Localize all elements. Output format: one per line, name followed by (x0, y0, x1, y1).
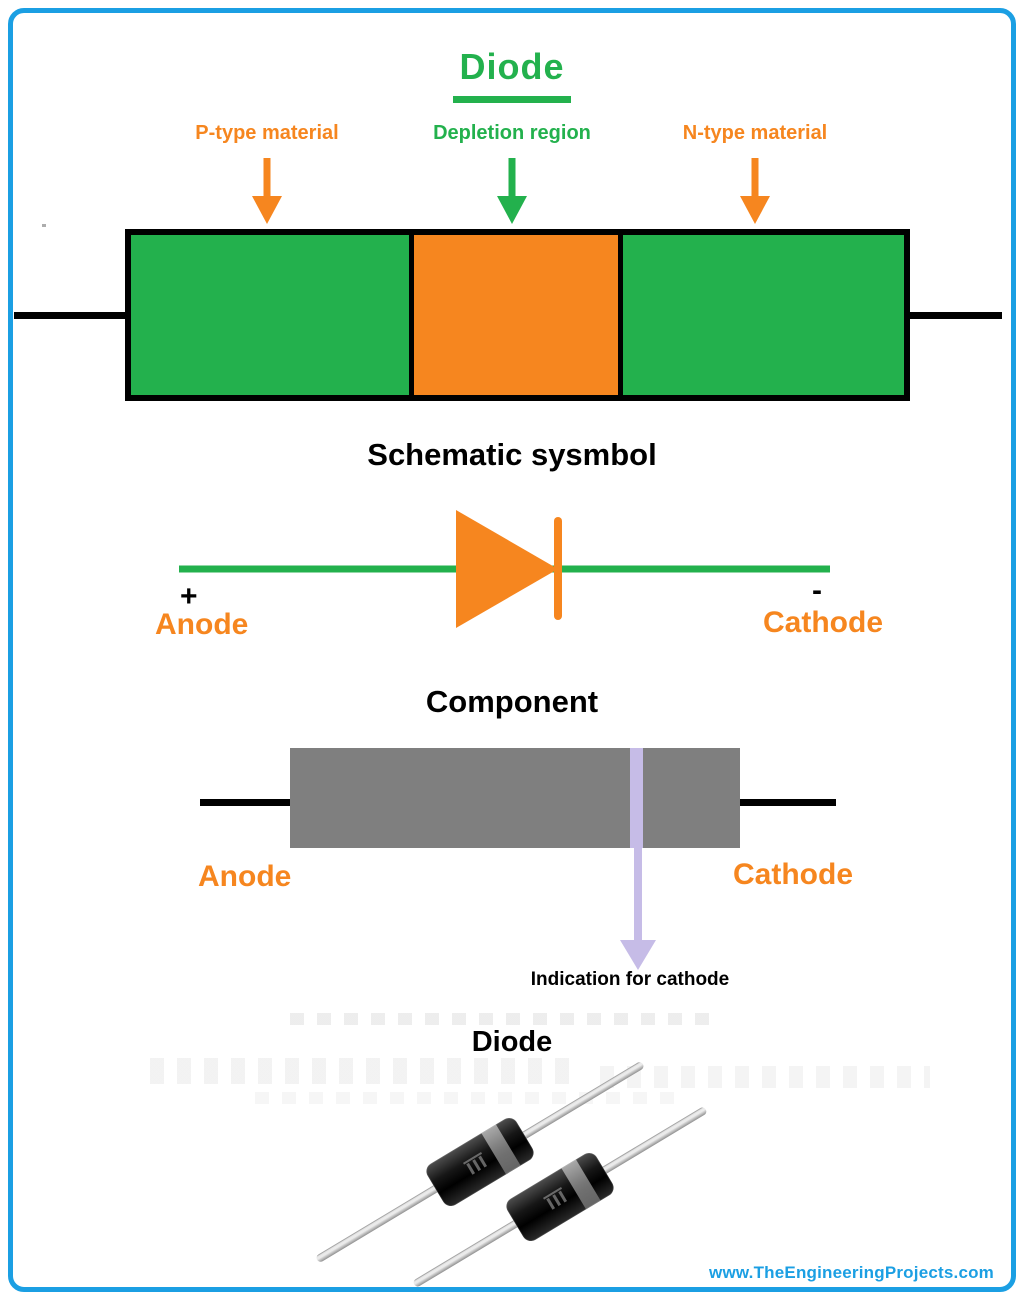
cathode-indication-note: Indication for cathode (530, 969, 730, 990)
cathode-band (630, 748, 643, 848)
schematic-cathode-label: Cathode (763, 606, 883, 639)
cathode-bar (554, 517, 562, 620)
depletion-region (409, 235, 623, 395)
diode-schematic-symbol (179, 510, 830, 628)
schematic-heading: Schematic sysmbol (367, 437, 657, 472)
component-body (290, 748, 740, 848)
watermark-artifact (290, 1013, 720, 1025)
junction-left-lead (14, 312, 125, 319)
diode-2 (412, 1106, 707, 1287)
component-anode-label: Anode (198, 860, 292, 893)
watermark-artifact (150, 1058, 570, 1084)
depletion-arrow-down-icon (497, 158, 527, 224)
component-cathode-label: Cathode (733, 858, 853, 891)
page-title: Diode (453, 46, 571, 103)
component-left-lead (200, 799, 290, 806)
component-heading: Component (425, 684, 599, 719)
depletion-region-label: Depletion region (433, 122, 591, 144)
title-wrap: Diode (0, 46, 1024, 103)
cathode-indicator-arrow-icon (620, 848, 656, 970)
minus-sign: - (812, 574, 822, 607)
diode-photo (315, 1061, 707, 1287)
n-type-region (623, 235, 904, 395)
website-url: www.TheEngineeringProjects.com (709, 1263, 994, 1282)
junction-right-lead (910, 312, 1002, 319)
photo-heading: Diode (471, 1026, 553, 1058)
schematic-anode-label: Anode (155, 608, 249, 641)
anode-triangle (456, 510, 558, 628)
n-type-label: N-type material (682, 122, 828, 144)
plus-sign: + (180, 580, 198, 613)
p-type-region (131, 235, 409, 395)
pn-junction-diagram (125, 229, 910, 401)
watermark-artifact (600, 1066, 930, 1088)
speck-artifact (42, 224, 46, 227)
diode-1 (315, 1061, 644, 1262)
p-type-arrow-down-icon (252, 158, 282, 224)
n-type-arrow-down-icon (740, 158, 770, 224)
p-type-label: P-type material (195, 122, 339, 144)
component-right-lead (740, 799, 836, 806)
